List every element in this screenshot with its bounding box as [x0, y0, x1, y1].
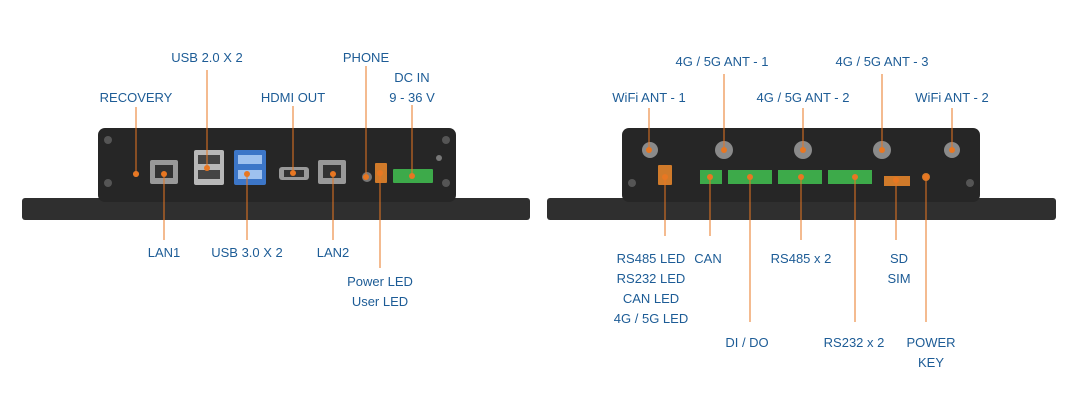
label-status-leds: RS485 LED RS232 LED CAN LED 4G / 5G LED: [613, 251, 689, 326]
label-power-user-led: Power LED User LED: [347, 274, 413, 309]
left-leader-dots: [133, 165, 415, 180]
rs232-terminal: [828, 170, 872, 184]
label-hdmi: HDMI OUT: [260, 90, 326, 105]
label-ant-1: 4G / 5G ANT - 1: [675, 54, 769, 69]
label-usb2: USB 2.0 X 2: [171, 50, 243, 65]
label-can: CAN: [694, 251, 722, 266]
left-mount-flange: [22, 198, 530, 220]
screw: [104, 136, 112, 144]
label-dc-in: DC IN 9 - 36 V: [389, 70, 435, 105]
label-ant-3: 4G / 5G ANT - 3: [835, 54, 929, 69]
label-wifi-ant-2: WiFi ANT - 2: [915, 90, 989, 105]
right-leader-dots: [646, 147, 955, 183]
left-device: [22, 66, 530, 268]
right-leader-lines: [648, 74, 953, 322]
screw: [104, 179, 112, 187]
label-lan2: LAN2: [316, 245, 350, 260]
screw: [442, 136, 450, 144]
label-rs232: RS232 x 2: [823, 335, 885, 350]
label-phone: PHONE: [342, 50, 390, 65]
label-di-do: DI / DO: [725, 335, 769, 350]
label-lan1: LAN1: [147, 245, 181, 260]
screw: [442, 179, 450, 187]
right-device: [547, 74, 1056, 322]
label-sd-sim: SD SIM: [887, 251, 911, 286]
label-wifi-ant-1: WiFi ANT - 1: [612, 90, 686, 105]
label-power-key: POWER KEY: [906, 335, 956, 370]
label-usb3: USB 3.0 X 2: [211, 245, 283, 260]
left-leader-lines: [135, 66, 413, 268]
label-rs485: RS485 x 2: [770, 251, 832, 266]
label-recovery: RECOVERY: [99, 90, 173, 105]
label-ant-2: 4G / 5G ANT - 2: [756, 90, 850, 105]
